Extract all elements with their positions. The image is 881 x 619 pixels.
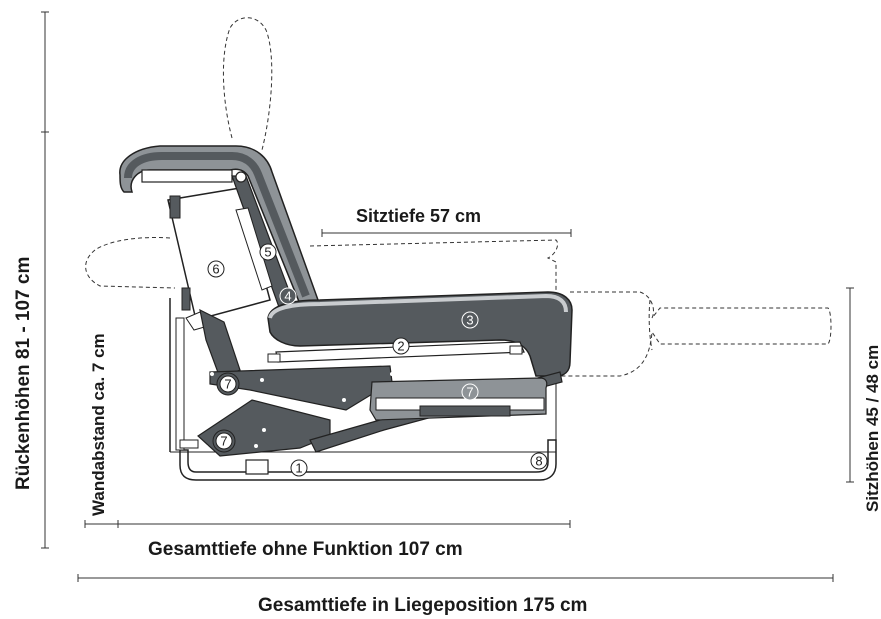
svg-text:5: 5 <box>264 245 271 260</box>
svg-text:1: 1 <box>295 461 302 476</box>
dimension-lines <box>41 11 854 582</box>
svg-text:7: 7 <box>224 377 231 392</box>
part-marker-4: 4 <box>279 287 297 305</box>
label-gesamttiefe-liegeposition: Gesamttiefe in Liegeposition 175 cm <box>258 595 587 616</box>
part-marker-3: 3 <box>461 311 479 329</box>
reclined-ghost-outlines <box>85 17 832 377</box>
part-marker-6: 6 <box>207 260 225 278</box>
svg-text:8: 8 <box>535 454 542 469</box>
svg-text:3: 3 <box>466 313 473 328</box>
backrest <box>119 145 320 331</box>
svg-text:7: 7 <box>220 434 227 449</box>
part-marker-5: 5 <box>259 243 277 261</box>
part-marker-7-footrest: 7 <box>461 383 479 401</box>
label-wandabstand: Wandabstand ca. 7 cm <box>89 333 108 516</box>
label-gesamttiefe-ohne-funktion: Gesamttiefe ohne Funktion 107 cm <box>148 539 463 560</box>
svg-text:7: 7 <box>466 385 473 400</box>
part-marker-8: 8 <box>530 452 548 470</box>
svg-text:4: 4 <box>284 289 291 304</box>
part-marker-7-upper-hinge: 7 <box>216 372 240 396</box>
label-rueckenhoehen: Rückenhöhen 81 - 107 cm <box>13 257 34 490</box>
seat-cushion <box>267 291 573 377</box>
recline-mechanism <box>175 308 563 457</box>
label-sitztiefe: Sitztiefe 57 cm <box>356 206 481 226</box>
part-marker-1: 1 <box>290 459 308 477</box>
svg-text:2: 2 <box>397 339 404 354</box>
part-marker-7-lower-hinge: 7 <box>212 429 236 453</box>
part-marker-2: 2 <box>392 337 410 355</box>
svg-text:6: 6 <box>212 262 219 277</box>
label-sitzhoehen: Sitzhöhen 45 / 48 cm <box>863 345 881 512</box>
